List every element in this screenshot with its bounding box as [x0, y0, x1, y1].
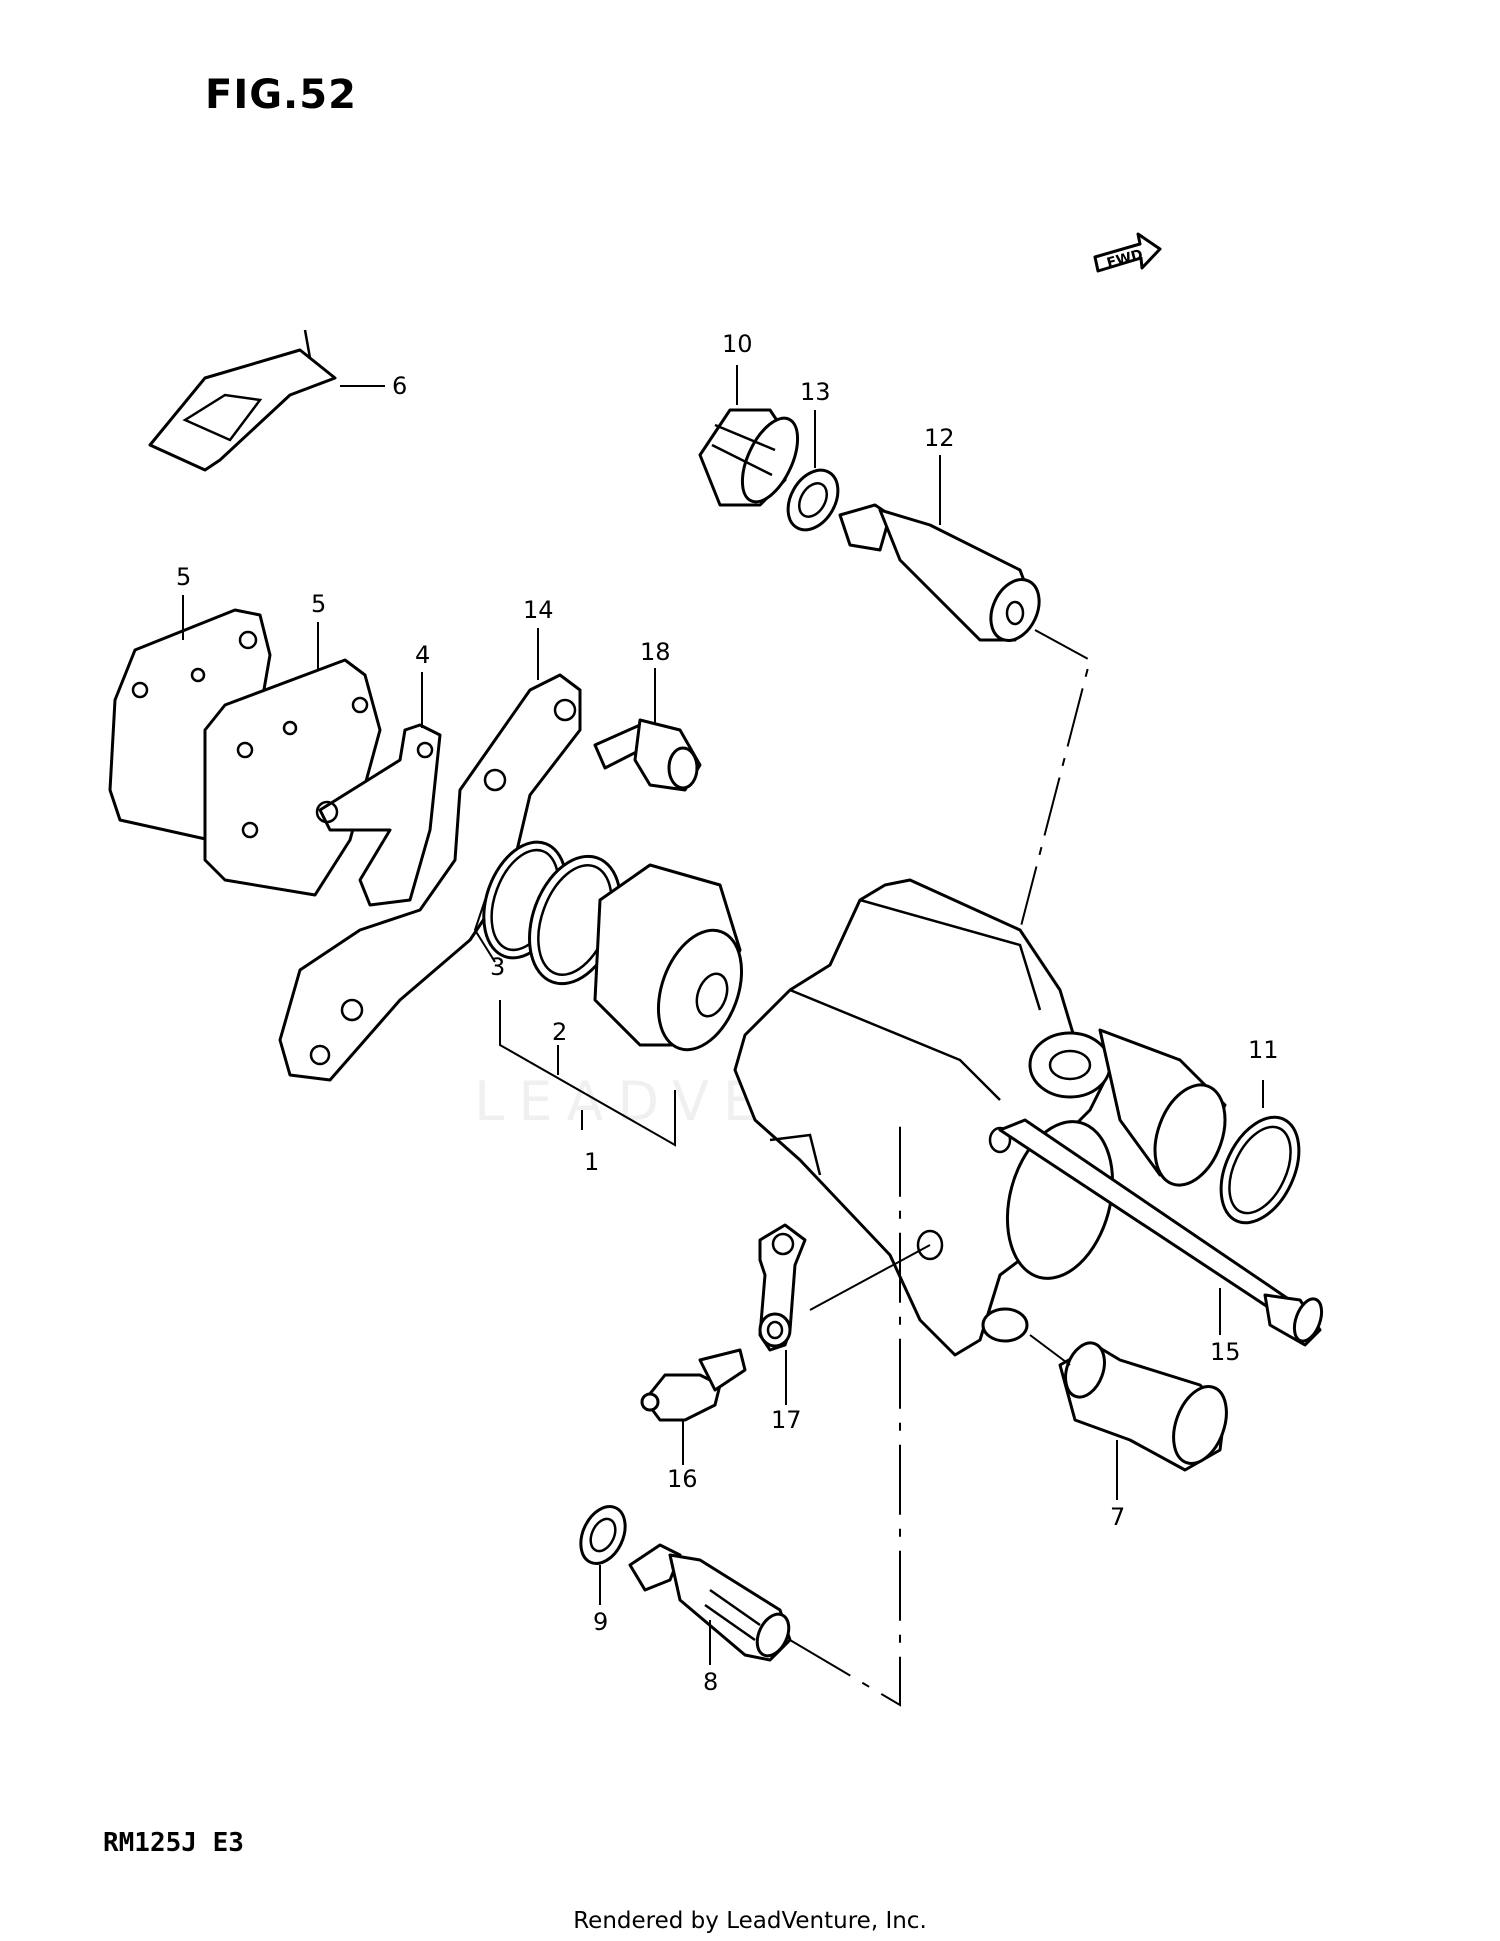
figure-title: FIG.52 — [205, 72, 357, 118]
callout-10: 10 — [722, 330, 753, 358]
callout-5b: 5 — [311, 590, 326, 618]
bolt-washer — [579, 1505, 627, 1565]
callout-14: 14 — [523, 596, 554, 624]
callout-2: 2 — [552, 1018, 567, 1046]
callout-12: 12 — [924, 424, 955, 452]
callout-3: 3 — [490, 953, 505, 981]
brake-line-bracket — [758, 1223, 807, 1352]
callout-9: 9 — [593, 1608, 608, 1636]
callout-4: 4 — [415, 641, 430, 669]
callout-5a: 5 — [176, 563, 191, 591]
caliper-bolt — [628, 1543, 792, 1662]
pin-boot — [698, 408, 800, 507]
pad-spring — [148, 329, 385, 472]
model-code: RM125J E3 — [103, 1828, 244, 1858]
callout-11: 11 — [1248, 1036, 1279, 1064]
callout-8: 8 — [703, 1668, 718, 1696]
caliper-bracket — [278, 673, 582, 1082]
callout-16: 16 — [667, 1465, 698, 1493]
callout-17: 17 — [771, 1406, 802, 1434]
bleeder-valve — [640, 1348, 747, 1422]
callout-7: 7 — [1110, 1503, 1125, 1531]
render-credit: Rendered by LeadVenture, Inc. — [573, 1908, 927, 1934]
slide-pin — [838, 503, 1041, 642]
pin-washer — [786, 468, 840, 532]
callout-18: 18 — [640, 638, 671, 666]
pad-pin — [998, 1118, 1324, 1347]
pad-shim — [315, 723, 442, 907]
callout-1: 1 — [584, 1148, 599, 1176]
caliper-piston — [593, 863, 744, 1052]
callout-6: 6 — [392, 372, 407, 400]
cylinder-seal — [1219, 1115, 1301, 1225]
callout-15: 15 — [1210, 1338, 1241, 1366]
caliper-pin — [1058, 1341, 1228, 1472]
caliper-cylinder — [1098, 1028, 1227, 1187]
fwd-label: FWD — [1105, 247, 1145, 272]
bracket-bolt — [593, 718, 702, 792]
callout-13: 13 — [800, 378, 831, 406]
fwd-arrow-icon: FWD — [1093, 232, 1162, 273]
